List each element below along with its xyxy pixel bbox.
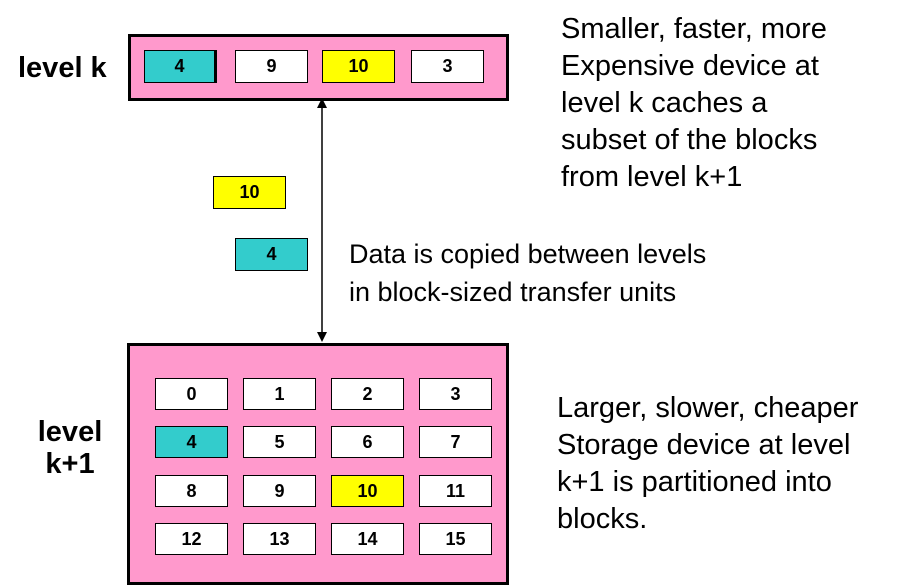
level-k-description: Smaller, faster, more Expensive device a… [561,13,827,193]
block-3: 3 [411,50,484,83]
block-14: 14 [331,523,404,555]
block-6: 6 [331,426,404,458]
level-k1-description: Larger, slower, cheaper Storage device a… [557,392,859,535]
block-11: 11 [419,475,492,507]
block-0: 0 [155,378,228,410]
block-12: 12 [155,523,228,555]
block-3: 3 [419,378,492,410]
block-2: 2 [331,378,404,410]
level-k-label: level k [18,52,107,84]
block-1: 1 [243,378,316,410]
block-7: 7 [419,426,492,458]
block-10: 10 [331,475,404,507]
block-4: 4 [235,238,308,271]
block-13: 13 [243,523,316,555]
level-k1-label: level k+1 [37,416,103,481]
block-4: 4 [144,50,217,83]
block-9: 9 [235,50,308,83]
transfer-caption: Data is copied between levels in block-s… [349,239,707,307]
block-5: 5 [243,426,316,458]
transfer-arrow [317,98,327,342]
block-15: 15 [419,523,492,555]
block-9: 9 [243,475,316,507]
block-10: 10 [213,176,286,209]
block-8: 8 [155,475,228,507]
block-4: 4 [155,426,228,458]
block-10: 10 [322,50,395,83]
